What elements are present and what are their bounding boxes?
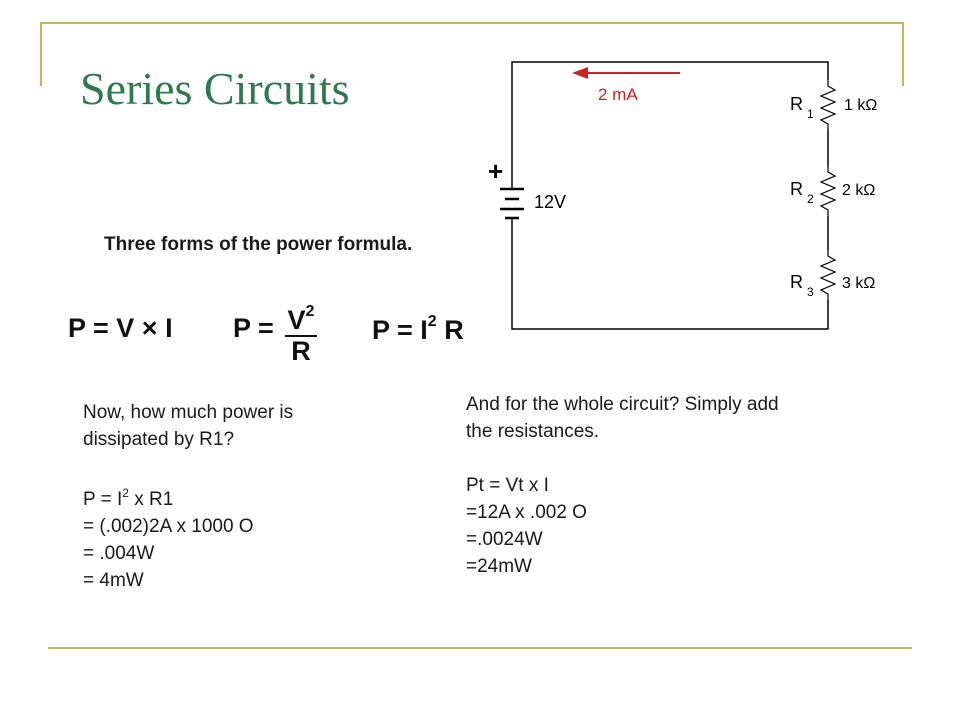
total-power-calculation: And for the whole circuit? Simply add th… [466, 391, 779, 580]
resistor-r1-subscript: 1 [807, 107, 814, 121]
formula-v2r-fraction: V2 R [285, 298, 317, 365]
total-question-line-2: the resistances. [466, 421, 600, 442]
frame-top-line [40, 22, 904, 24]
slide-title: Series Circuits [80, 63, 350, 114]
resistor-r3-value: 3 kΩ [842, 275, 875, 292]
r1-power-calculation: Now, how much power is dissipated by R1?… [83, 399, 293, 594]
resistor-r3-name: R [790, 272, 803, 292]
total-question-line-1: And for the whole circuit? Simply add [466, 394, 779, 415]
frame-right-line [902, 22, 904, 86]
formula-v2r-denominator: R [291, 336, 311, 366]
formula-power-vi: P = V × I [68, 313, 173, 343]
formula-v2r-numerator: V2 [287, 303, 315, 335]
formula-v2r-exponent: 2 [305, 303, 315, 320]
formula-v2r-fraction-bar [285, 335, 317, 337]
battery-plus-label: + [488, 156, 503, 186]
resistor-r1-value: 1 kΩ [844, 97, 877, 114]
resistor-r2-name: R [790, 179, 803, 199]
resistor-r2-symbol [819, 166, 837, 216]
r1-equation: P = I2 x R1 [83, 486, 174, 510]
formula-power-i-squared-r: P = I2 R [372, 313, 464, 345]
r1-step-2: = .004W [83, 543, 155, 564]
resistor-r2-subscript: 2 [807, 192, 814, 206]
total-equation: Pt = Vt x I [466, 475, 549, 496]
formula-v2r-lhs: P = [233, 313, 274, 343]
series-circuit-diagram: + 12V 2 mA R 1 1 kΩ R 2 2 kΩ R 3 3 kΩ [488, 61, 877, 330]
current-arrow-icon [572, 67, 680, 79]
resistor-r1-name: R [790, 94, 803, 114]
formula-caption: Three forms of the power formula. [104, 234, 413, 255]
r1-question-line-2: dissipated by R1? [83, 429, 235, 450]
total-step-3: =24mW [466, 556, 532, 577]
total-step-2: =.0024W [466, 529, 543, 550]
r1-equation-exponent: 2 [122, 486, 129, 500]
r1-question-line-1: Now, how much power is [83, 402, 294, 423]
resistor-r3-symbol [819, 250, 837, 300]
formula-i2r-exponent: 2 [427, 313, 437, 330]
frame-left-line [40, 22, 42, 86]
resistor-r3-subscript: 3 [807, 285, 814, 299]
frame-bottom-line [48, 647, 912, 649]
resistor-r1-symbol [819, 80, 837, 130]
circuit-wire-bottom [511, 218, 829, 330]
r1-step-3: = 4mW [83, 570, 144, 591]
current-label: 2 mA [598, 85, 638, 104]
resistor-r2-value: 2 kΩ [842, 182, 875, 199]
circuit-wire-top [511, 61, 829, 120]
battery-symbol [500, 120, 524, 220]
total-step-1: =12A x .002 O [466, 502, 587, 523]
r1-step-1: = (.002)2A x 1000 O [83, 516, 254, 537]
battery-voltage-label: 12V [534, 192, 566, 212]
